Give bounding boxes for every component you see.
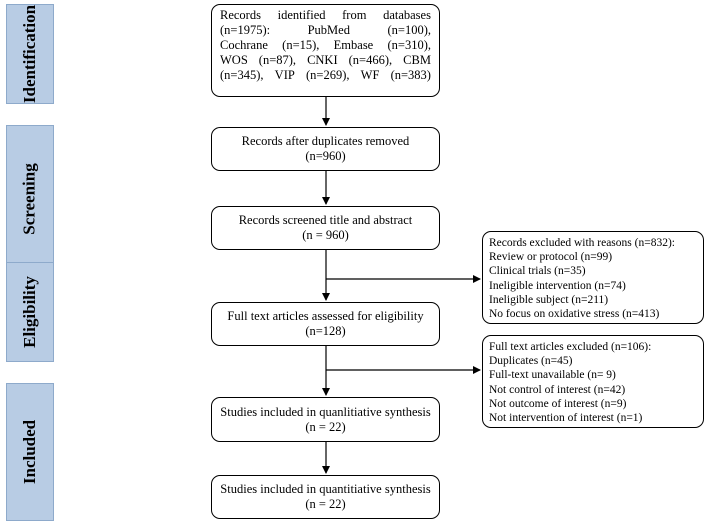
- word: identified: [277, 8, 326, 22]
- word: (n=15),: [282, 38, 320, 52]
- identified-line-2: (n=1975): PubMed (n=100),: [220, 23, 431, 38]
- word: (n=87),: [258, 53, 297, 67]
- word: (n=310),: [387, 38, 431, 52]
- word: Records: [220, 8, 261, 22]
- full-text-excluded-reason: Not outcome of interest (n=9): [489, 397, 627, 410]
- word: (n=269),: [306, 68, 350, 82]
- identified-line-3: Cochrane (n=15), Embase (n=310),: [220, 38, 431, 53]
- records-excluded-reason: Ineligible intervention (n=74): [489, 279, 626, 292]
- duplicates-removed-label: Records after duplicates removed: [241, 134, 410, 148]
- stage-identification: Identification: [6, 4, 54, 104]
- quantitative-synthesis-count: (n = 22): [305, 497, 346, 511]
- full-text-assessed-box: Full text articles assessed for eligibil…: [211, 302, 440, 346]
- records-excluded-box: Records excluded with reasons (n=832): R…: [482, 231, 704, 324]
- identified-line-4: WOS (n=87), CNKI (n=466), CBM: [220, 53, 431, 68]
- records-screened-box: Records screened title and abstract (n =…: [211, 206, 440, 250]
- full-text-excluded-reason: Not control of interest (n=42): [489, 383, 626, 396]
- full-text-assessed-count: (n=128): [305, 324, 346, 338]
- word: WF: [360, 68, 380, 82]
- word: Cochrane: [220, 38, 268, 52]
- records-excluded-reason: Clinical trials (n=35): [489, 265, 586, 278]
- full-text-excluded-box: Full text articles excluded (n=106): Dup…: [482, 335, 704, 428]
- word: (n=466),: [348, 53, 393, 67]
- full-text-assessed-label: Full text articles assessed for eligibil…: [227, 309, 424, 323]
- quantitative-synthesis-label: Studies included in quantitiative synthe…: [220, 482, 431, 496]
- word: from: [342, 8, 367, 22]
- stage-screening: Screening: [6, 125, 54, 273]
- identified-line-5: (n=345), VIP (n=269), WF (n=383): [220, 68, 431, 83]
- records-excluded-title: Records excluded with reasons (n=832):: [489, 237, 675, 249]
- full-text-excluded-reason: Full-text unavailable (n= 9): [489, 369, 616, 382]
- full-text-excluded-title: Full text articles excluded (n=106):: [489, 341, 652, 353]
- records-screened-count: (n = 960): [302, 228, 349, 242]
- duplicates-removed-box: Records after duplicates removed (n=960): [211, 127, 440, 171]
- word: (n=100),: [387, 23, 431, 37]
- records-identified-box: Records identified from databases (n=197…: [211, 4, 440, 97]
- full-text-excluded-reason: Duplicates (n=45): [489, 355, 573, 368]
- full-text-excluded-reason: Not intervention of interest (n=1): [489, 412, 643, 425]
- word: Embase: [333, 38, 374, 52]
- word: WOS: [220, 53, 248, 67]
- stage-included: Included: [6, 383, 54, 521]
- qualitative-synthesis-count: (n = 22): [305, 419, 346, 434]
- quantitative-synthesis-box: Studies included in quantitiative synthe…: [211, 475, 440, 519]
- duplicates-removed-count: (n=960): [305, 149, 346, 163]
- stage-eligibility: Eligibility: [6, 262, 54, 362]
- records-excluded-reason: Ineligible subject (n=211): [489, 293, 609, 306]
- word: CNKI: [307, 53, 338, 67]
- word: databases: [383, 8, 431, 22]
- word: (n=383): [390, 68, 431, 82]
- records-excluded-reason: No focus on oxidative stress (n=413): [489, 308, 660, 321]
- word: (n=1975):: [220, 23, 271, 37]
- word: CBM: [403, 53, 431, 67]
- identified-line-1: Records identified from databases: [220, 8, 431, 23]
- qualitative-synthesis-box: Studies included in quanlitiative synthe…: [211, 397, 440, 442]
- word: VIP: [274, 68, 295, 82]
- records-excluded-reason: Review or protocol (n=99): [489, 251, 613, 264]
- word: PubMed: [307, 23, 350, 37]
- qualitative-synthesis-label: Studies included in quanlitiative synthe…: [220, 404, 431, 419]
- records-screened-label: Records screened title and abstract: [238, 213, 413, 227]
- word: (n=345),: [220, 68, 264, 82]
